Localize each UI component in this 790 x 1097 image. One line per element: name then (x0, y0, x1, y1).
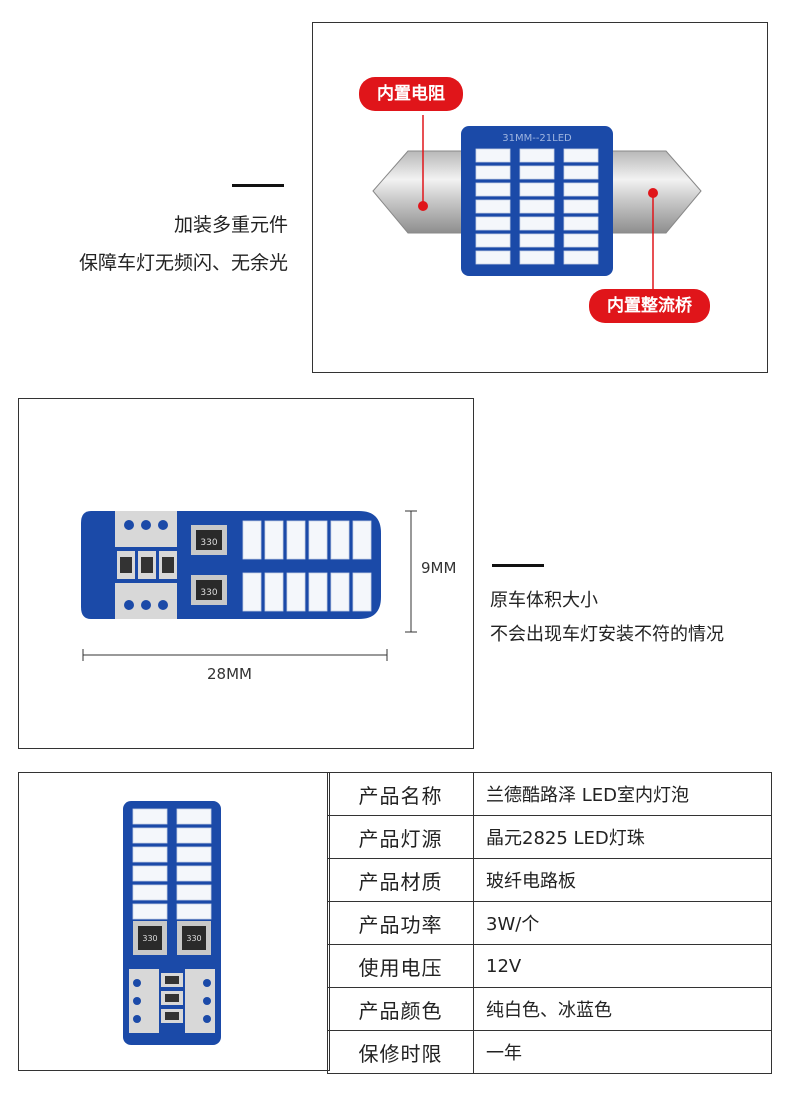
resistor-label: 内置电阻 (359, 77, 463, 111)
led-chip (519, 216, 555, 231)
led-chip (286, 572, 306, 612)
led-chip (519, 233, 555, 248)
rectifier-label: 内置整流桥 (589, 289, 710, 323)
rectifier-marker-dot (648, 188, 658, 198)
feature-text-1: 加装多重元件 保障车灯无频闪、无余光 (0, 206, 288, 282)
resistor-marker-dot (418, 201, 428, 211)
led-chip (563, 199, 599, 214)
t10-bulb-image: 330 330 (81, 510, 417, 661)
feature-line: 不会出现车灯安装不符的情况 (490, 624, 724, 645)
spec-value: 纯白色、冰蓝色 (473, 987, 772, 1031)
led-chip (519, 148, 555, 163)
led-chip (475, 182, 511, 197)
led-chip (475, 216, 511, 231)
width-dimension-label: 28MM (207, 665, 252, 683)
led-chip (563, 216, 599, 231)
led-chip (176, 884, 212, 901)
spec-value: 玻纤电路板 (473, 858, 772, 902)
led-chip (563, 233, 599, 248)
vertical-chip-text: 330 (186, 934, 201, 943)
led-chip (519, 250, 555, 265)
left-metal-cap (372, 150, 464, 234)
led-chip (242, 520, 262, 560)
led-chip (132, 865, 168, 882)
spec-key: 保修时限 (327, 1030, 474, 1074)
led-chip (176, 827, 212, 844)
led-chip (132, 903, 168, 920)
festoon-bulb-image: 31MM--21LED (372, 115, 702, 295)
led-chip (132, 846, 168, 863)
spec-key: 产品功率 (327, 901, 474, 945)
festoon-bulb-frame: 31MM--21LED 内置电阻 内置整流桥 (312, 22, 768, 373)
led-chip (563, 148, 599, 163)
spec-value: 12V (473, 944, 772, 988)
led-chip (475, 148, 511, 163)
led-chip (176, 903, 212, 920)
led-chip (352, 520, 372, 560)
spec-value: 兰德酷路泽 LED室内灯泡 (473, 772, 772, 816)
vertical-chip-text: 330 (142, 934, 157, 943)
led-chip (519, 199, 555, 214)
led-chip (176, 865, 212, 882)
spec-key: 产品颜色 (327, 987, 474, 1031)
led-chip (475, 199, 511, 214)
feature-text-2: 原车体积大小 不会出现车灯安装不符的情况 (490, 584, 786, 652)
divider-dash-1 (232, 184, 284, 187)
spec-value: 晶元2825 LED灯珠 (473, 815, 772, 859)
spec-table: 产品名称兰德酷路泽 LED室内灯泡产品灯源晶元2825 LED灯珠产品材质玻纤电… (327, 772, 772, 1074)
led-chip (563, 250, 599, 265)
spec-row: 产品灯源晶元2825 LED灯珠 (327, 815, 772, 859)
t10-bulb-frame: 330 330 9MM 28MM (18, 398, 474, 749)
spec-key: 产品名称 (327, 772, 474, 816)
feature-line: 原车体积大小 (490, 590, 598, 611)
led-chip (132, 884, 168, 901)
led-chip (132, 808, 168, 825)
led-chip (352, 572, 372, 612)
spec-key: 产品材质 (327, 858, 474, 902)
height-dimension-label: 9MM (421, 559, 457, 577)
t10-led-grid (242, 520, 372, 612)
led-chip (286, 520, 306, 560)
led-chip (176, 808, 212, 825)
led-chip (519, 165, 555, 180)
feature-line: 保障车灯无频闪、无余光 (78, 252, 288, 274)
spec-row: 产品颜色纯白色、冰蓝色 (327, 987, 772, 1031)
led-chip (176, 846, 212, 863)
led-chip (563, 182, 599, 197)
resistor-chip-text: 330 (200, 588, 217, 598)
led-chip (330, 520, 350, 560)
vertical-led-grid (132, 808, 212, 920)
spec-row: 保修时限一年 (327, 1030, 772, 1074)
led-chip (308, 520, 328, 560)
led-chip (264, 572, 284, 612)
led-chip (132, 827, 168, 844)
led-chip (264, 520, 284, 560)
spec-key: 产品灯源 (327, 815, 474, 859)
led-chip (563, 165, 599, 180)
spec-row: 产品材质玻纤电路板 (327, 858, 772, 902)
pcb-print-text: 31MM--21LED (502, 133, 572, 144)
spec-value: 一年 (473, 1030, 772, 1074)
feature-line: 加装多重元件 (173, 214, 288, 236)
resistor-chip-text: 330 (200, 538, 217, 548)
t10-vertical-image: 330 330 (123, 801, 221, 1045)
spec-row: 产品名称兰德酷路泽 LED室内灯泡 (327, 772, 772, 816)
led-chip (330, 572, 350, 612)
led-chip (242, 572, 262, 612)
spec-key: 使用电压 (327, 944, 474, 988)
led-chip (308, 572, 328, 612)
led-chip (519, 182, 555, 197)
spec-value: 3W/个 (473, 901, 772, 945)
led-chip (475, 250, 511, 265)
led-chip (475, 233, 511, 248)
festoon-led-grid (475, 148, 599, 265)
led-chip (475, 165, 511, 180)
divider-dash-2 (492, 564, 544, 567)
product-image-frame: 330 330 (18, 772, 330, 1071)
